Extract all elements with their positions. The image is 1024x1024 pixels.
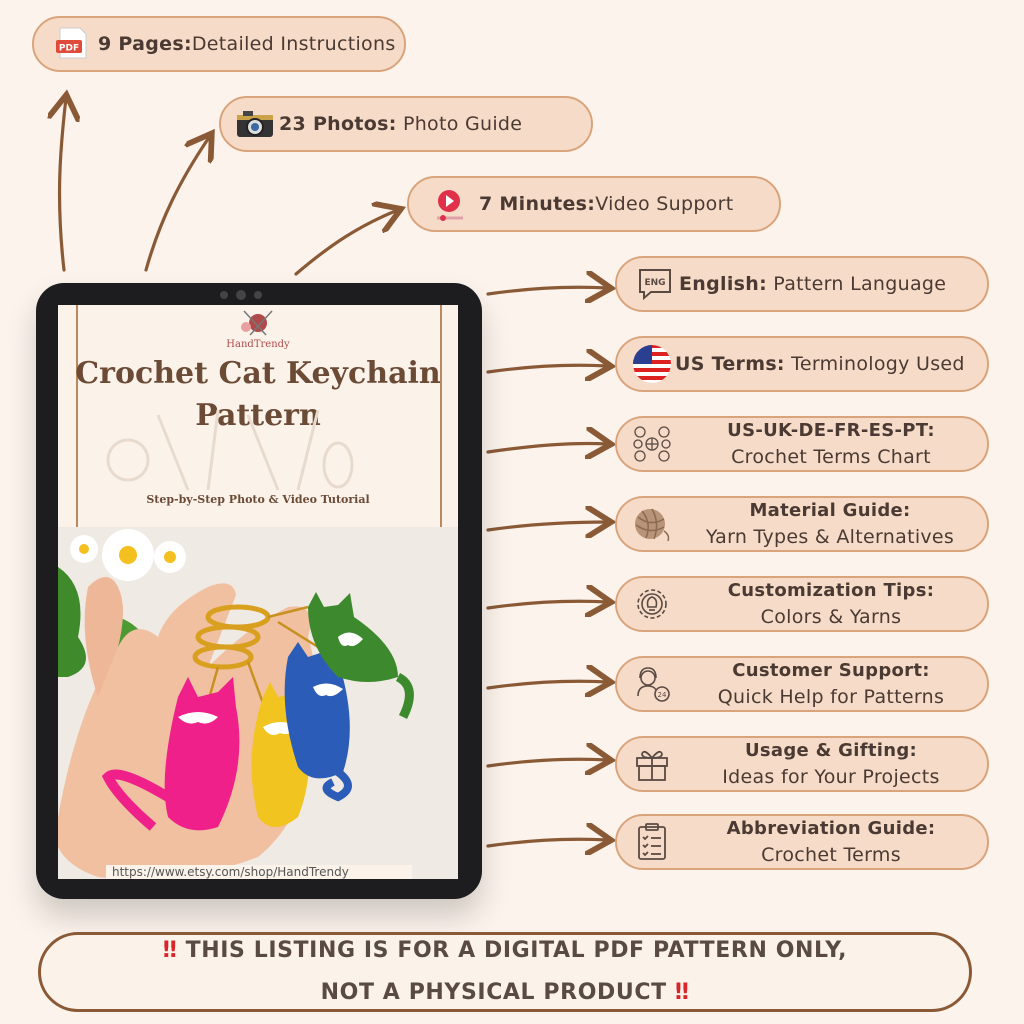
svg-text:PDF: PDF — [59, 44, 79, 54]
feature-pages-pill: PDF 9 Pages:Detailed Instructions — [32, 16, 406, 72]
arrow-customization — [486, 601, 608, 608]
daisy-flowers — [70, 529, 186, 581]
yarn-ball-icon — [629, 505, 673, 543]
tools-watermark — [106, 409, 354, 491]
language-title: English: — [679, 273, 767, 295]
pages-count: 9 Pages: — [98, 33, 192, 55]
green-cat-keychain — [308, 592, 414, 720]
globe-terms-icon — [629, 424, 675, 464]
pattern-cover: HandTrendy Crochet Cat Keychain Pattern … — [58, 305, 458, 879]
camera-icon — [231, 109, 279, 139]
brand-logo — [241, 310, 273, 336]
blue-cat-keychain — [284, 637, 352, 802]
cover-title: Crochet Cat Keychain Pattern — [75, 356, 441, 433]
cat-keychains-photo — [58, 529, 414, 879]
arrow-material — [486, 522, 608, 530]
feature-video-pill: 7 Minutes:Video Support — [407, 176, 781, 232]
material-title: Material Guide: — [749, 500, 911, 521]
shop-url: https://www.etsy.com/shop/HandTrendy — [106, 865, 412, 879]
pink-cat-keychain — [101, 677, 240, 831]
arrow-terms-chart — [486, 443, 608, 452]
feature-customization-pill: Customization Tips: Colors & Yarns — [615, 576, 989, 632]
language-icon: ENG — [631, 267, 679, 301]
material-label: Yarn Types & Alternatives — [705, 526, 955, 548]
video-length: 7 Minutes: — [479, 193, 596, 215]
digital-only-banner: ‼ THIS LISTING IS FOR A DIGITAL PDF PATT… — [38, 932, 972, 1012]
banner-line2: NOT A PHYSICAL PRODUCT — [320, 980, 667, 1005]
photos-count: 23 Photos: — [279, 113, 397, 135]
gift-icon — [629, 744, 675, 784]
pages-label: Detailed Instructions — [191, 33, 396, 55]
arrow-video — [294, 210, 398, 276]
arrow-abbreviation — [486, 839, 608, 846]
lightbulb-gear-icon — [629, 585, 675, 623]
svg-text:ENG: ENG — [644, 278, 665, 288]
arrow-gifting — [486, 759, 608, 766]
arrow-support — [486, 681, 608, 688]
feature-language-pill: ENG English: Pattern Language — [615, 256, 989, 312]
arrow-english — [486, 287, 608, 294]
video-icon — [419, 184, 479, 224]
customization-title: Customization Tips: — [727, 580, 935, 601]
abbreviation-title: Abbreviation Guide: — [726, 818, 936, 839]
arrow-photos — [144, 136, 210, 272]
terms-chart-label: Crochet Terms Chart — [731, 446, 931, 468]
svg-text:24: 24 — [658, 691, 667, 699]
photos-label: Photo Guide — [396, 113, 523, 135]
abbreviation-label: Crochet Terms — [761, 844, 901, 866]
feature-abbreviation-pill: Abbreviation Guide: Crochet Terms — [615, 814, 989, 870]
support-24-icon: 24 — [629, 664, 675, 704]
us-terms-label: Terminology Used — [784, 353, 965, 375]
feature-material-pill: Material Guide: Yarn Types & Alternative… — [615, 496, 989, 552]
us-terms-title: US Terms: — [675, 353, 785, 375]
arrow-us-terms — [486, 365, 608, 372]
customization-label: Colors & Yarns — [760, 606, 902, 628]
cover-subtitle: Step-by-Step Photo & Video Tutorial — [146, 493, 370, 506]
warning-icon: ‼ — [674, 980, 690, 1005]
cover-photo: https://www.etsy.com/shop/HandTrendy — [58, 527, 458, 879]
feature-us-terms-pill: US Terms: Terminology Used — [615, 336, 989, 392]
pdf-icon: PDF — [46, 26, 98, 62]
support-label: Quick Help for Patterns — [717, 686, 945, 708]
arrow-pages — [60, 98, 66, 272]
video-label: Video Support — [595, 193, 734, 215]
feature-photos-pill: 23 Photos: Photo Guide — [219, 96, 593, 152]
warning-icon: ‼ — [162, 938, 178, 963]
gifting-label: Ideas for Your Projects — [722, 766, 940, 788]
feature-gifting-pill: Usage & Gifting: Ideas for Your Projects — [615, 736, 989, 792]
feature-terms-chart-pill: US-UK-DE-FR-ES-PT: Crochet Terms Chart — [615, 416, 989, 472]
brand-name: HandTrendy — [226, 339, 290, 350]
terms-chart-title: US-UK-DE-FR-ES-PT: — [727, 420, 935, 441]
us-flag-icon — [629, 344, 675, 384]
support-title: Customer Support: — [732, 660, 930, 681]
clipboard-list-icon — [629, 822, 675, 862]
banner-line1: THIS LISTING IS FOR A DIGITAL PDF PATTER… — [185, 938, 848, 963]
language-label: Pattern Language — [766, 273, 947, 295]
feature-support-pill: 24 Customer Support: Quick Help for Patt… — [615, 656, 989, 712]
gifting-title: Usage & Gifting: — [744, 740, 918, 761]
